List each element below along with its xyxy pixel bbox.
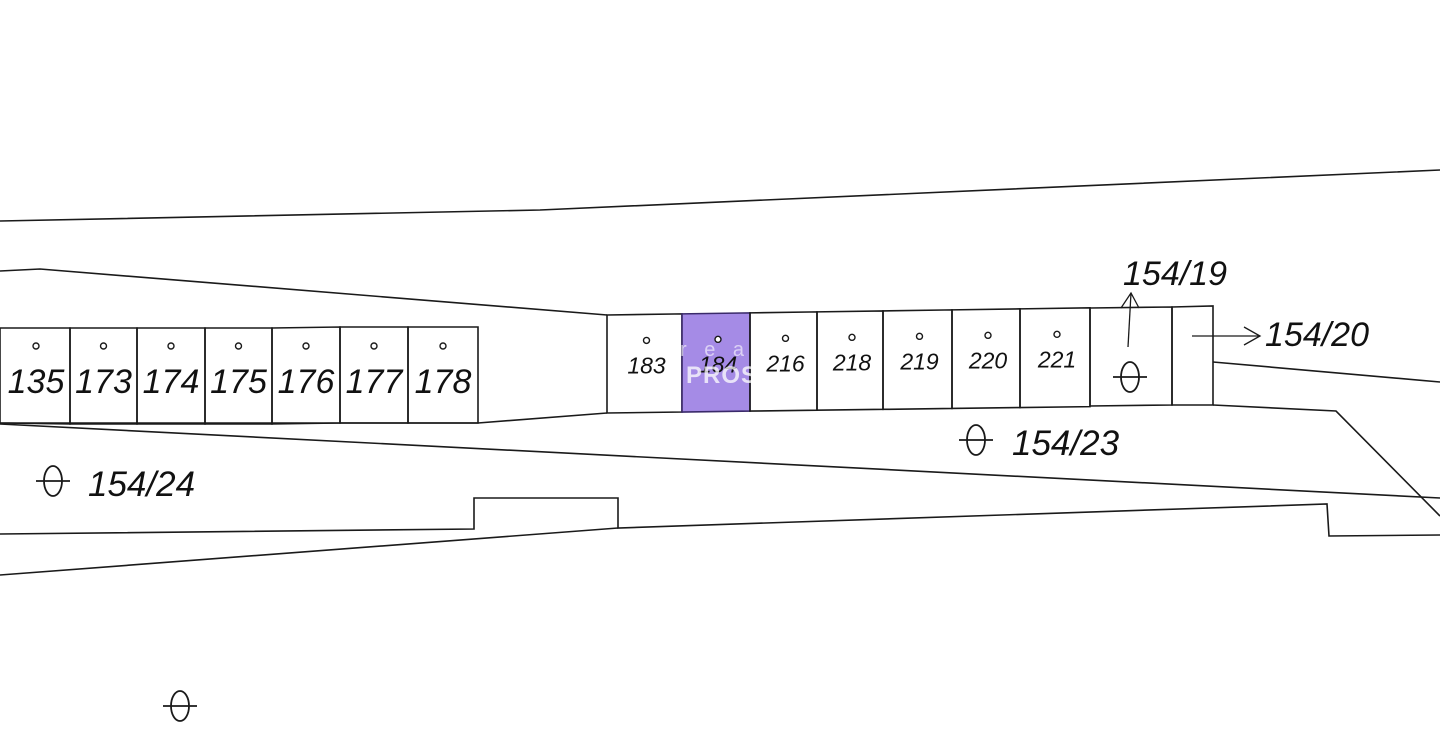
lot-184[interactable]: 184	[681, 312, 751, 413]
lot-label: 174	[143, 363, 200, 401]
parcel-label-154-19: 154/19	[1123, 255, 1227, 293]
lot-label: 219	[899, 348, 939, 374]
theta-symbol-icon	[36, 465, 70, 497]
arrow-154-20-icon	[1192, 326, 1262, 346]
lot-point-marker	[302, 342, 310, 350]
lot-point-marker	[848, 333, 856, 342]
lot-135[interactable]: 135	[0, 327, 71, 425]
lot-178[interactable]: 178	[407, 326, 479, 424]
lot-cell-unlabeled-2[interactable]	[1171, 305, 1214, 406]
lot-label: 216	[765, 350, 805, 376]
lot-point-marker	[167, 342, 175, 350]
boundary-line-top	[0, 169, 1440, 222]
lot-label: 175	[210, 363, 267, 401]
lot-174[interactable]: 174	[136, 327, 206, 425]
lot-label: 220	[968, 347, 1008, 373]
parcel-label-154-24: 154/24	[88, 465, 195, 504]
theta-symbol-icon	[959, 424, 993, 456]
parcel-label-154-23: 154/23	[1012, 424, 1120, 463]
watermark-top: r e a	[680, 339, 750, 361]
lot-label: 177	[346, 363, 404, 401]
lot-point-marker	[1053, 330, 1061, 339]
lot-label: 184	[699, 351, 737, 377]
lot-219[interactable]: 219	[882, 309, 953, 411]
arrow-154-19-icon	[1120, 291, 1140, 348]
lot-point-marker	[234, 342, 243, 350]
boundary-line-connector	[477, 412, 608, 424]
lot-point-marker	[781, 334, 790, 343]
lot-label: 183	[627, 352, 666, 378]
boundary-line-diagonal	[0, 423, 1440, 499]
boundary-line-right-corner	[1212, 404, 1440, 517]
lot-177[interactable]: 177	[339, 326, 409, 424]
lot-point-marker	[99, 342, 108, 350]
lot-173[interactable]: 173	[69, 327, 138, 425]
lot-point-marker	[439, 342, 447, 350]
lot-point-marker	[32, 342, 40, 350]
lot-label: 135	[8, 363, 65, 401]
lot-cell[interactable]	[407, 326, 479, 424]
theta-symbol-icon	[163, 690, 197, 722]
right-lot-row: 183 184 216 218 219 220 221	[606, 307, 1091, 414]
boundary-line-upper	[0, 268, 608, 316]
lot-label: 218	[832, 349, 872, 375]
lot-216[interactable]: 216	[749, 311, 818, 412]
lot-176[interactable]: 176	[271, 326, 341, 425]
parcel-label-154-20: 154/20	[1265, 316, 1369, 354]
lot-point-marker	[714, 335, 722, 344]
lot-220[interactable]: 220	[951, 308, 1021, 410]
lot-label: 221	[1037, 346, 1076, 372]
lot-218[interactable]: 218	[816, 310, 884, 412]
boundary-line-bottom	[0, 527, 619, 576]
boundary-line-bottom-step	[0, 497, 1440, 537]
lot-point-marker	[915, 332, 924, 341]
lot-221[interactable]: 221	[1019, 307, 1091, 409]
boundary-line-right-top	[1212, 361, 1440, 383]
lot-175[interactable]: 175	[204, 327, 273, 425]
lot-point-marker	[642, 336, 651, 345]
lot-label: 178	[415, 363, 472, 401]
lot-point-marker	[984, 331, 992, 340]
left-lot-row: 135 173 174 175 176 177 178	[0, 326, 479, 425]
watermark-bottom: PROS	[686, 362, 758, 389]
lot-label: 173	[75, 363, 132, 401]
theta-symbol-icon	[1113, 361, 1147, 393]
lot-label: 176	[278, 363, 335, 401]
lot-183[interactable]: 183	[606, 313, 683, 414]
lot-point-marker	[370, 342, 378, 350]
